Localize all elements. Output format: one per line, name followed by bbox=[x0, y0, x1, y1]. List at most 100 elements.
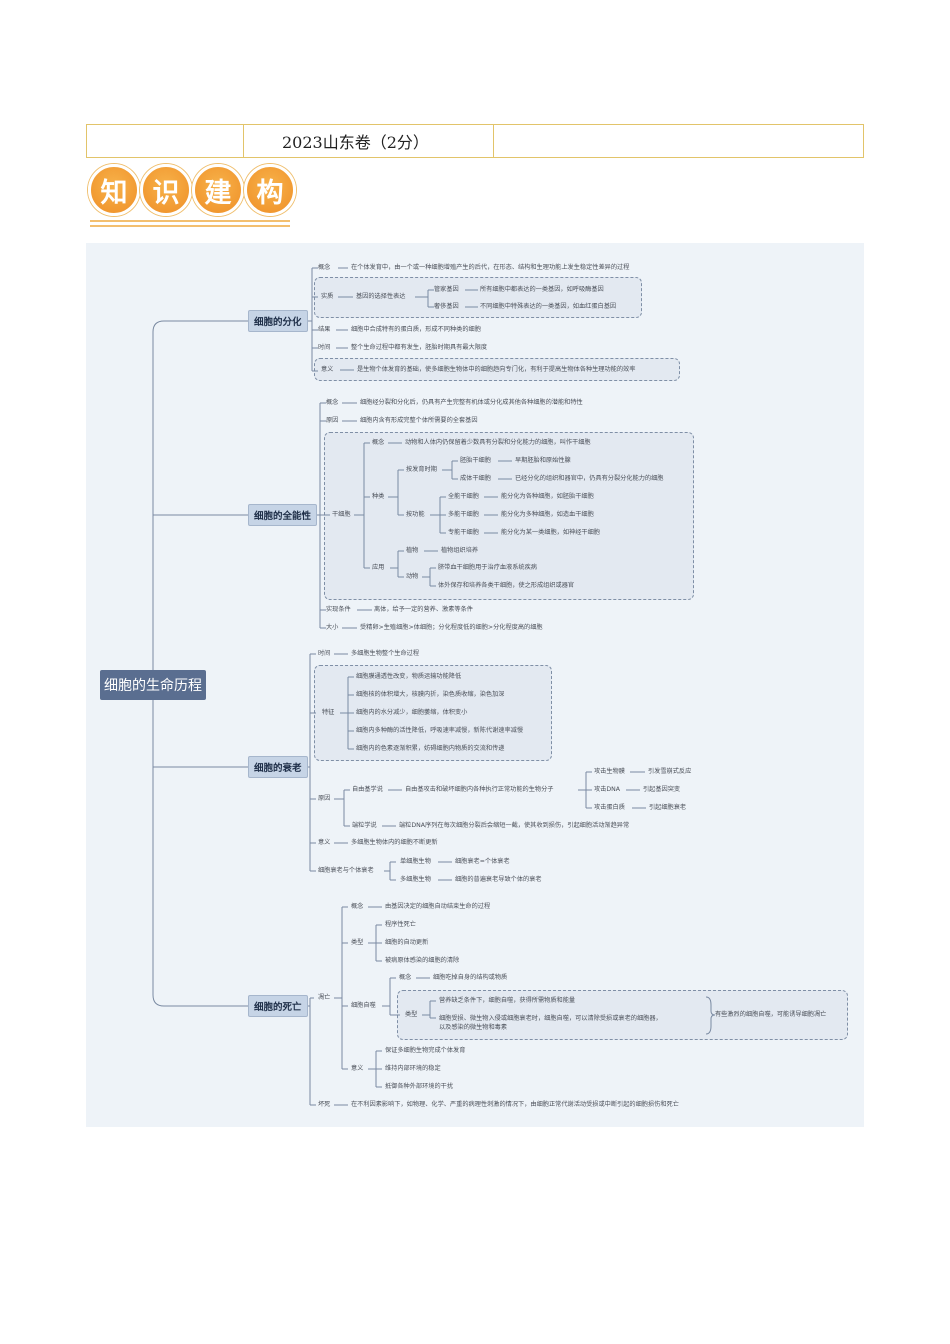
node-text: 能分化为各种细胞，如胚胎干细胞 bbox=[501, 493, 594, 500]
header-cell-empty-left bbox=[87, 125, 244, 157]
node-label: 细胞衰老与个体衰老 bbox=[318, 867, 374, 874]
node-text: 植物组织培养 bbox=[441, 547, 479, 554]
node-label: 干细胞 bbox=[332, 511, 351, 518]
node-label: 凋亡 bbox=[318, 994, 331, 1001]
node-label: 概念 bbox=[326, 399, 339, 406]
node-note: 有些激烈的细胞自噬，可能诱导细胞凋亡 bbox=[715, 1011, 827, 1018]
node-text: 细胞吃掉自身的结构或物质 bbox=[433, 974, 508, 981]
node-label: 自由基学说 bbox=[352, 786, 383, 793]
node-text: 离体，给予一定的营养、激素等条件 bbox=[374, 606, 473, 613]
node-text: 端粒DNA序列在每次细胞分裂后会缩短一截，使其收到损伤，引起细胞活动渐趋异常 bbox=[399, 822, 630, 829]
node-text: 所有细胞中都表达的一类基因，如呼吸酶基因 bbox=[480, 286, 604, 293]
node-text: 引起细胞衰老 bbox=[649, 804, 687, 811]
node-label: 管家基因 bbox=[434, 286, 459, 293]
node-label: 动物 bbox=[406, 573, 419, 580]
branch-aging: 细胞的衰老 bbox=[248, 756, 308, 778]
node-text: 在不利因素影响下，如物理、化学、严重的病理性刺激的情况下，由细胞正常代谢活动受损… bbox=[351, 1101, 679, 1108]
exam-source: 2023山东卷（2分） bbox=[244, 125, 494, 157]
node-text: 多细胞生物体内的细胞不断更新 bbox=[351, 839, 438, 846]
node-text: 细胞膜通透性改变，物质运输功能降低 bbox=[356, 673, 462, 680]
node-label: 多能干细胞 bbox=[448, 511, 479, 518]
node-text: 体外保存和培养各类干细胞，使之形成组织或器官 bbox=[438, 582, 575, 589]
node-text: 基因的选择性表达 bbox=[356, 293, 406, 300]
node-text: 引发雪崩式反应 bbox=[648, 768, 692, 775]
node-label: 原因 bbox=[326, 417, 339, 424]
node-text: 细胞核的体积增大，核膜内折，染色质收缩，染色加深 bbox=[356, 691, 505, 698]
essence-group-box bbox=[314, 277, 642, 318]
node-text: 自由基攻击和破坏细胞内各种执行正常功能的生物分子 bbox=[405, 786, 554, 793]
node-text: 脐带血干细胞用于治疗血液系统疾病 bbox=[438, 564, 537, 571]
node-text: 细胞衰老=个体衰老 bbox=[455, 858, 510, 865]
node-text: 多细胞生物整个生命过程 bbox=[351, 650, 420, 657]
node-label: 概念 bbox=[399, 974, 412, 981]
node-text: 整个生命过程中都有发生，胚胎时期具有最大限度 bbox=[351, 344, 488, 351]
node-text: 细胞的普遍衰老导致个体的衰老 bbox=[455, 876, 542, 883]
node-text: 能分化为某一类细胞，如神经干细胞 bbox=[501, 529, 600, 536]
node-text: 不同细胞中特殊表达的一类基因，如血红蛋白基因 bbox=[480, 303, 617, 310]
node-label: 按发育时期 bbox=[406, 466, 437, 473]
node-label: 概念 bbox=[318, 264, 331, 271]
node-label: 专能干细胞 bbox=[448, 529, 479, 536]
badge-underline bbox=[90, 220, 290, 222]
node-text: 由基因决定的细胞自动结束生命的过程 bbox=[385, 903, 491, 910]
node-label: 类型 bbox=[405, 1011, 418, 1018]
node-text: 细胞内多种酶的活性降低，呼吸速率减慢，新陈代谢速率减慢 bbox=[356, 727, 524, 734]
node-label: 大小 bbox=[326, 624, 339, 631]
node-label: 按功能 bbox=[406, 511, 425, 518]
node-text: 引起基因突变 bbox=[643, 786, 681, 793]
node-label: 攻击蛋白质 bbox=[594, 804, 625, 811]
node-label: 单细胞生物 bbox=[400, 858, 431, 865]
node-label: 类型 bbox=[351, 939, 364, 946]
badge-char: 识 bbox=[140, 164, 192, 216]
node-text: 维持内部环境的稳定 bbox=[385, 1065, 441, 1072]
node-label: 特征 bbox=[322, 709, 335, 716]
badge-char: 建 bbox=[192, 164, 244, 216]
node-label: 全能干细胞 bbox=[448, 493, 479, 500]
node-text: 早期胚胎和原始性腺 bbox=[515, 457, 571, 464]
node-label: 意义 bbox=[351, 1065, 364, 1072]
autophagy-type-box bbox=[397, 990, 848, 1040]
node-text: 是生物个体发育的基础，使多细胞生物体中的细胞趋向专门化，有利于提高生物体各种生理… bbox=[357, 366, 636, 373]
node-label: 意义 bbox=[321, 366, 334, 373]
node-text: 在个体发育中，由一个或一种细胞增殖产生的后代，在形态、结构和生理功能上发生稳定性… bbox=[351, 264, 630, 271]
node-label: 端粒学说 bbox=[352, 822, 377, 829]
node-label: 多细胞生物 bbox=[400, 876, 431, 883]
node-label: 概念 bbox=[351, 903, 364, 910]
node-text: 细胞内含有形成完整个体所需要的全套基因 bbox=[360, 417, 478, 424]
badge-char: 构 bbox=[244, 164, 296, 216]
node-text: 细胞内的色素逐渐积累，妨碍细胞内物质的交流和传递 bbox=[356, 745, 505, 752]
node-label: 实现条件 bbox=[326, 606, 351, 613]
node-text: 能分化为多种细胞，如造血干细胞 bbox=[501, 511, 594, 518]
node-text: 以及感染的微生物和毒素 bbox=[439, 1024, 508, 1031]
node-text: 细胞经分裂和分化后，仍具有产生完整有机体或分化成其他各种细胞的潜能和特性 bbox=[360, 399, 583, 406]
node-label: 攻击DNA bbox=[594, 786, 621, 793]
node-label: 种类 bbox=[372, 493, 385, 500]
node-text: 保证多细胞生物完成个体发育 bbox=[385, 1047, 466, 1054]
branch-death: 细胞的死亡 bbox=[248, 995, 308, 1017]
branch-differentiation: 细胞的分化 bbox=[248, 310, 308, 332]
node-text: 细胞的自动更新 bbox=[385, 939, 429, 946]
node-text: 程序性死亡 bbox=[385, 921, 416, 928]
node-label: 成体干细胞 bbox=[460, 475, 491, 482]
node-text: 细胞受损、微生物入侵或细胞衰老时，细胞自噬，可以清除受损或衰老的细胞器， bbox=[439, 1015, 662, 1022]
node-label: 应用 bbox=[372, 564, 385, 571]
node-label: 奢侈基因 bbox=[434, 303, 459, 310]
node-label: 植物 bbox=[406, 547, 419, 554]
branch-totipotency: 细胞的全能性 bbox=[248, 504, 318, 526]
node-text: 受精卵>生殖细胞>体细胞；分化程度低的细胞>分化程度高的细胞 bbox=[360, 624, 543, 631]
meaning-group-box bbox=[314, 358, 680, 381]
badge-char: 知 bbox=[88, 164, 140, 216]
node-text: 细胞内的水分减少，细胞萎缩，体积变小 bbox=[356, 709, 468, 716]
node-label: 原因 bbox=[318, 795, 331, 802]
node-text: 抵御各种外部环境的干扰 bbox=[385, 1083, 454, 1090]
node-label: 胚胎干细胞 bbox=[460, 457, 491, 464]
node-label: 时间 bbox=[318, 650, 331, 657]
node-label: 意义 bbox=[318, 839, 331, 846]
node-label: 实质 bbox=[321, 293, 334, 300]
node-text: 动物和人体内仍保留着少数具有分裂和分化能力的细胞，叫作干细胞 bbox=[405, 439, 591, 446]
node-label: 细胞自噬 bbox=[351, 1002, 376, 1009]
knowledge-construction-badge: 知 识 建 构 bbox=[86, 162, 296, 232]
node-label: 结果 bbox=[318, 326, 331, 333]
stem-cell-group-box bbox=[324, 432, 694, 600]
